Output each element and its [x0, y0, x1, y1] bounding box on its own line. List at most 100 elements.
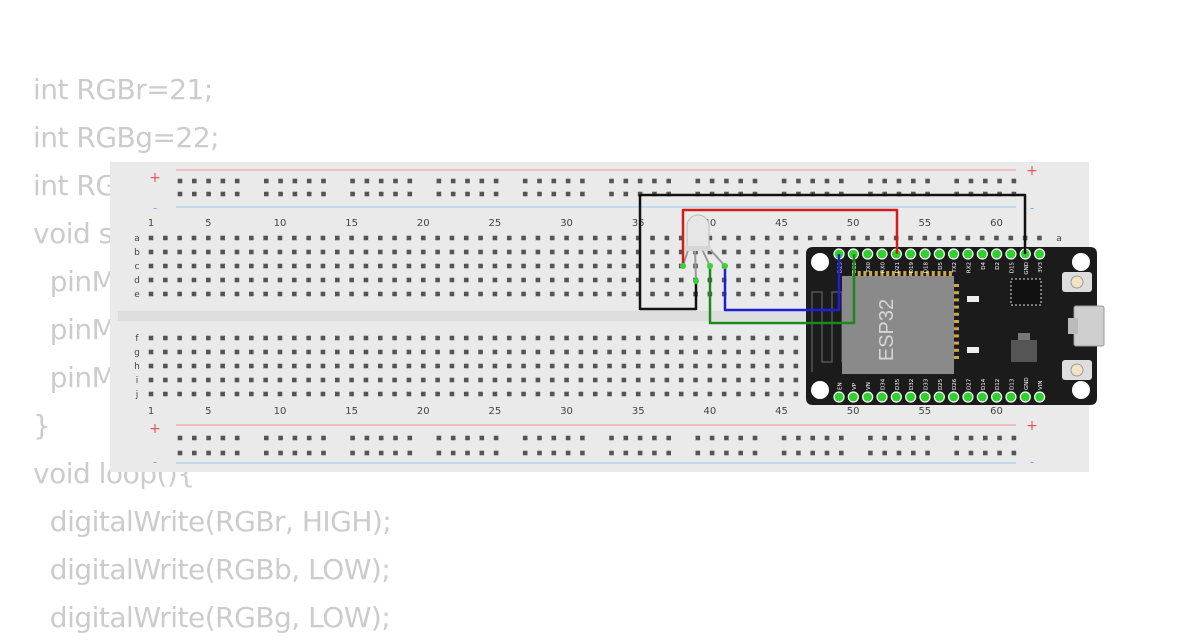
breadboard-hole [635, 249, 641, 255]
breadboard-hole [249, 377, 254, 383]
breadboard-hole [478, 263, 483, 269]
esp32-pin[interactable] [876, 248, 888, 260]
rail-hole [537, 178, 542, 184]
breadboard-hole [478, 249, 483, 255]
column-number: 15 [345, 218, 358, 229]
breadboard-hole [449, 277, 455, 283]
esp32-pin[interactable] [1034, 391, 1046, 403]
wire-red[interactable] [681, 208, 899, 266]
code-line: int RGBr=21; [33, 73, 213, 106]
breadboard-hole [435, 349, 440, 355]
module-pad [954, 327, 959, 331]
breadboard-hole [163, 391, 168, 397]
breadboard-hole [592, 263, 598, 269]
breadboard-hole [621, 377, 627, 383]
rail-hole [752, 178, 758, 184]
breadboard-hole [349, 363, 354, 369]
rail-hole [868, 450, 873, 456]
esp32-pin[interactable] [905, 391, 917, 403]
breadboard-hole [779, 335, 784, 341]
breadboard-hole [234, 363, 240, 369]
rail-hole [983, 178, 988, 184]
esp32-pin[interactable] [933, 391, 945, 403]
rail-hole [450, 450, 456, 456]
esp32-pin[interactable] [976, 391, 988, 403]
breadboard-hole [234, 263, 240, 269]
mounting-hole [811, 381, 829, 399]
esp32-pin[interactable] [862, 248, 874, 260]
breadboard-hole [420, 277, 426, 283]
breadboard-hole [678, 277, 684, 283]
rail-hole [839, 178, 844, 184]
rail-hole [623, 178, 629, 184]
breadboard-hole [836, 235, 842, 241]
esp32-pin[interactable] [833, 391, 845, 403]
wire-black-gnd[interactable] [638, 193, 1027, 311]
esp32-pin[interactable] [991, 248, 1003, 260]
breadboard-hole [506, 249, 512, 255]
breadboard-hole [263, 263, 268, 269]
breadboard-hole [635, 377, 641, 383]
breadboard-hole [535, 235, 541, 241]
module-pad [897, 271, 901, 276]
breadboard-hole [764, 377, 770, 383]
breadboard-hole [678, 363, 684, 369]
rail-hole [925, 178, 930, 184]
esp32-pin[interactable] [1005, 391, 1017, 403]
esp32-pin[interactable] [847, 391, 859, 403]
breadboard-hole [263, 277, 268, 283]
esp32-pin[interactable] [991, 391, 1003, 403]
rail-hole [493, 435, 499, 441]
breadboard-hole [535, 263, 541, 269]
esp32-pin[interactable] [933, 248, 945, 260]
esp32-pin[interactable] [962, 248, 974, 260]
breadboard-hole [564, 277, 569, 283]
esp32-pin[interactable] [948, 248, 960, 260]
esp32-pin[interactable] [890, 391, 902, 403]
breadboard-hole [449, 291, 455, 297]
breadboard-hole [449, 349, 455, 355]
breadboard-hole [492, 363, 498, 369]
esp32-pin[interactable] [919, 248, 931, 260]
breadboard-hole [779, 391, 784, 397]
wires[interactable] [638, 193, 1027, 325]
breadboard-hole [549, 391, 555, 397]
esp32-pin[interactable] [876, 391, 888, 403]
esp32-pin[interactable] [1019, 391, 1031, 403]
breadboard-hole [664, 249, 670, 255]
esp32-pin[interactable] [948, 391, 960, 403]
rail-hole [709, 178, 715, 184]
antenna-trace [811, 291, 843, 372]
esp32-pin[interactable] [862, 391, 874, 403]
breadboard-hole [564, 291, 569, 297]
micro-usb-port[interactable] [1073, 305, 1105, 347]
breadboard-hole [1008, 235, 1014, 241]
code-line: digitalWrite(RGBb, LOW); [33, 553, 391, 586]
esp32-pin[interactable] [919, 391, 931, 403]
led-body [686, 214, 710, 251]
esp32-pin[interactable] [976, 248, 988, 260]
rail-hole [306, 450, 312, 456]
rail-hole [565, 191, 571, 197]
regulator-tab [1018, 333, 1030, 340]
breadboard-hole [549, 277, 555, 283]
rail-hole [565, 450, 571, 456]
wire-green[interactable] [708, 254, 856, 325]
esp32-pin[interactable] [962, 391, 974, 403]
breadboard-hole [779, 249, 784, 255]
esp32-pin[interactable] [1034, 248, 1046, 260]
breadboard-hole [463, 335, 469, 341]
breadboard-hole [578, 377, 584, 383]
breadboard-hole [721, 335, 727, 341]
esp32-pin[interactable] [905, 248, 917, 260]
esp32-pin[interactable] [1005, 248, 1017, 260]
breadboard-hole [621, 249, 627, 255]
breadboard-hole [650, 363, 655, 369]
rail-hole [695, 450, 701, 456]
wire-blue[interactable] [723, 254, 841, 312]
rail-hole [479, 191, 485, 197]
breadboard-hole [578, 391, 584, 397]
